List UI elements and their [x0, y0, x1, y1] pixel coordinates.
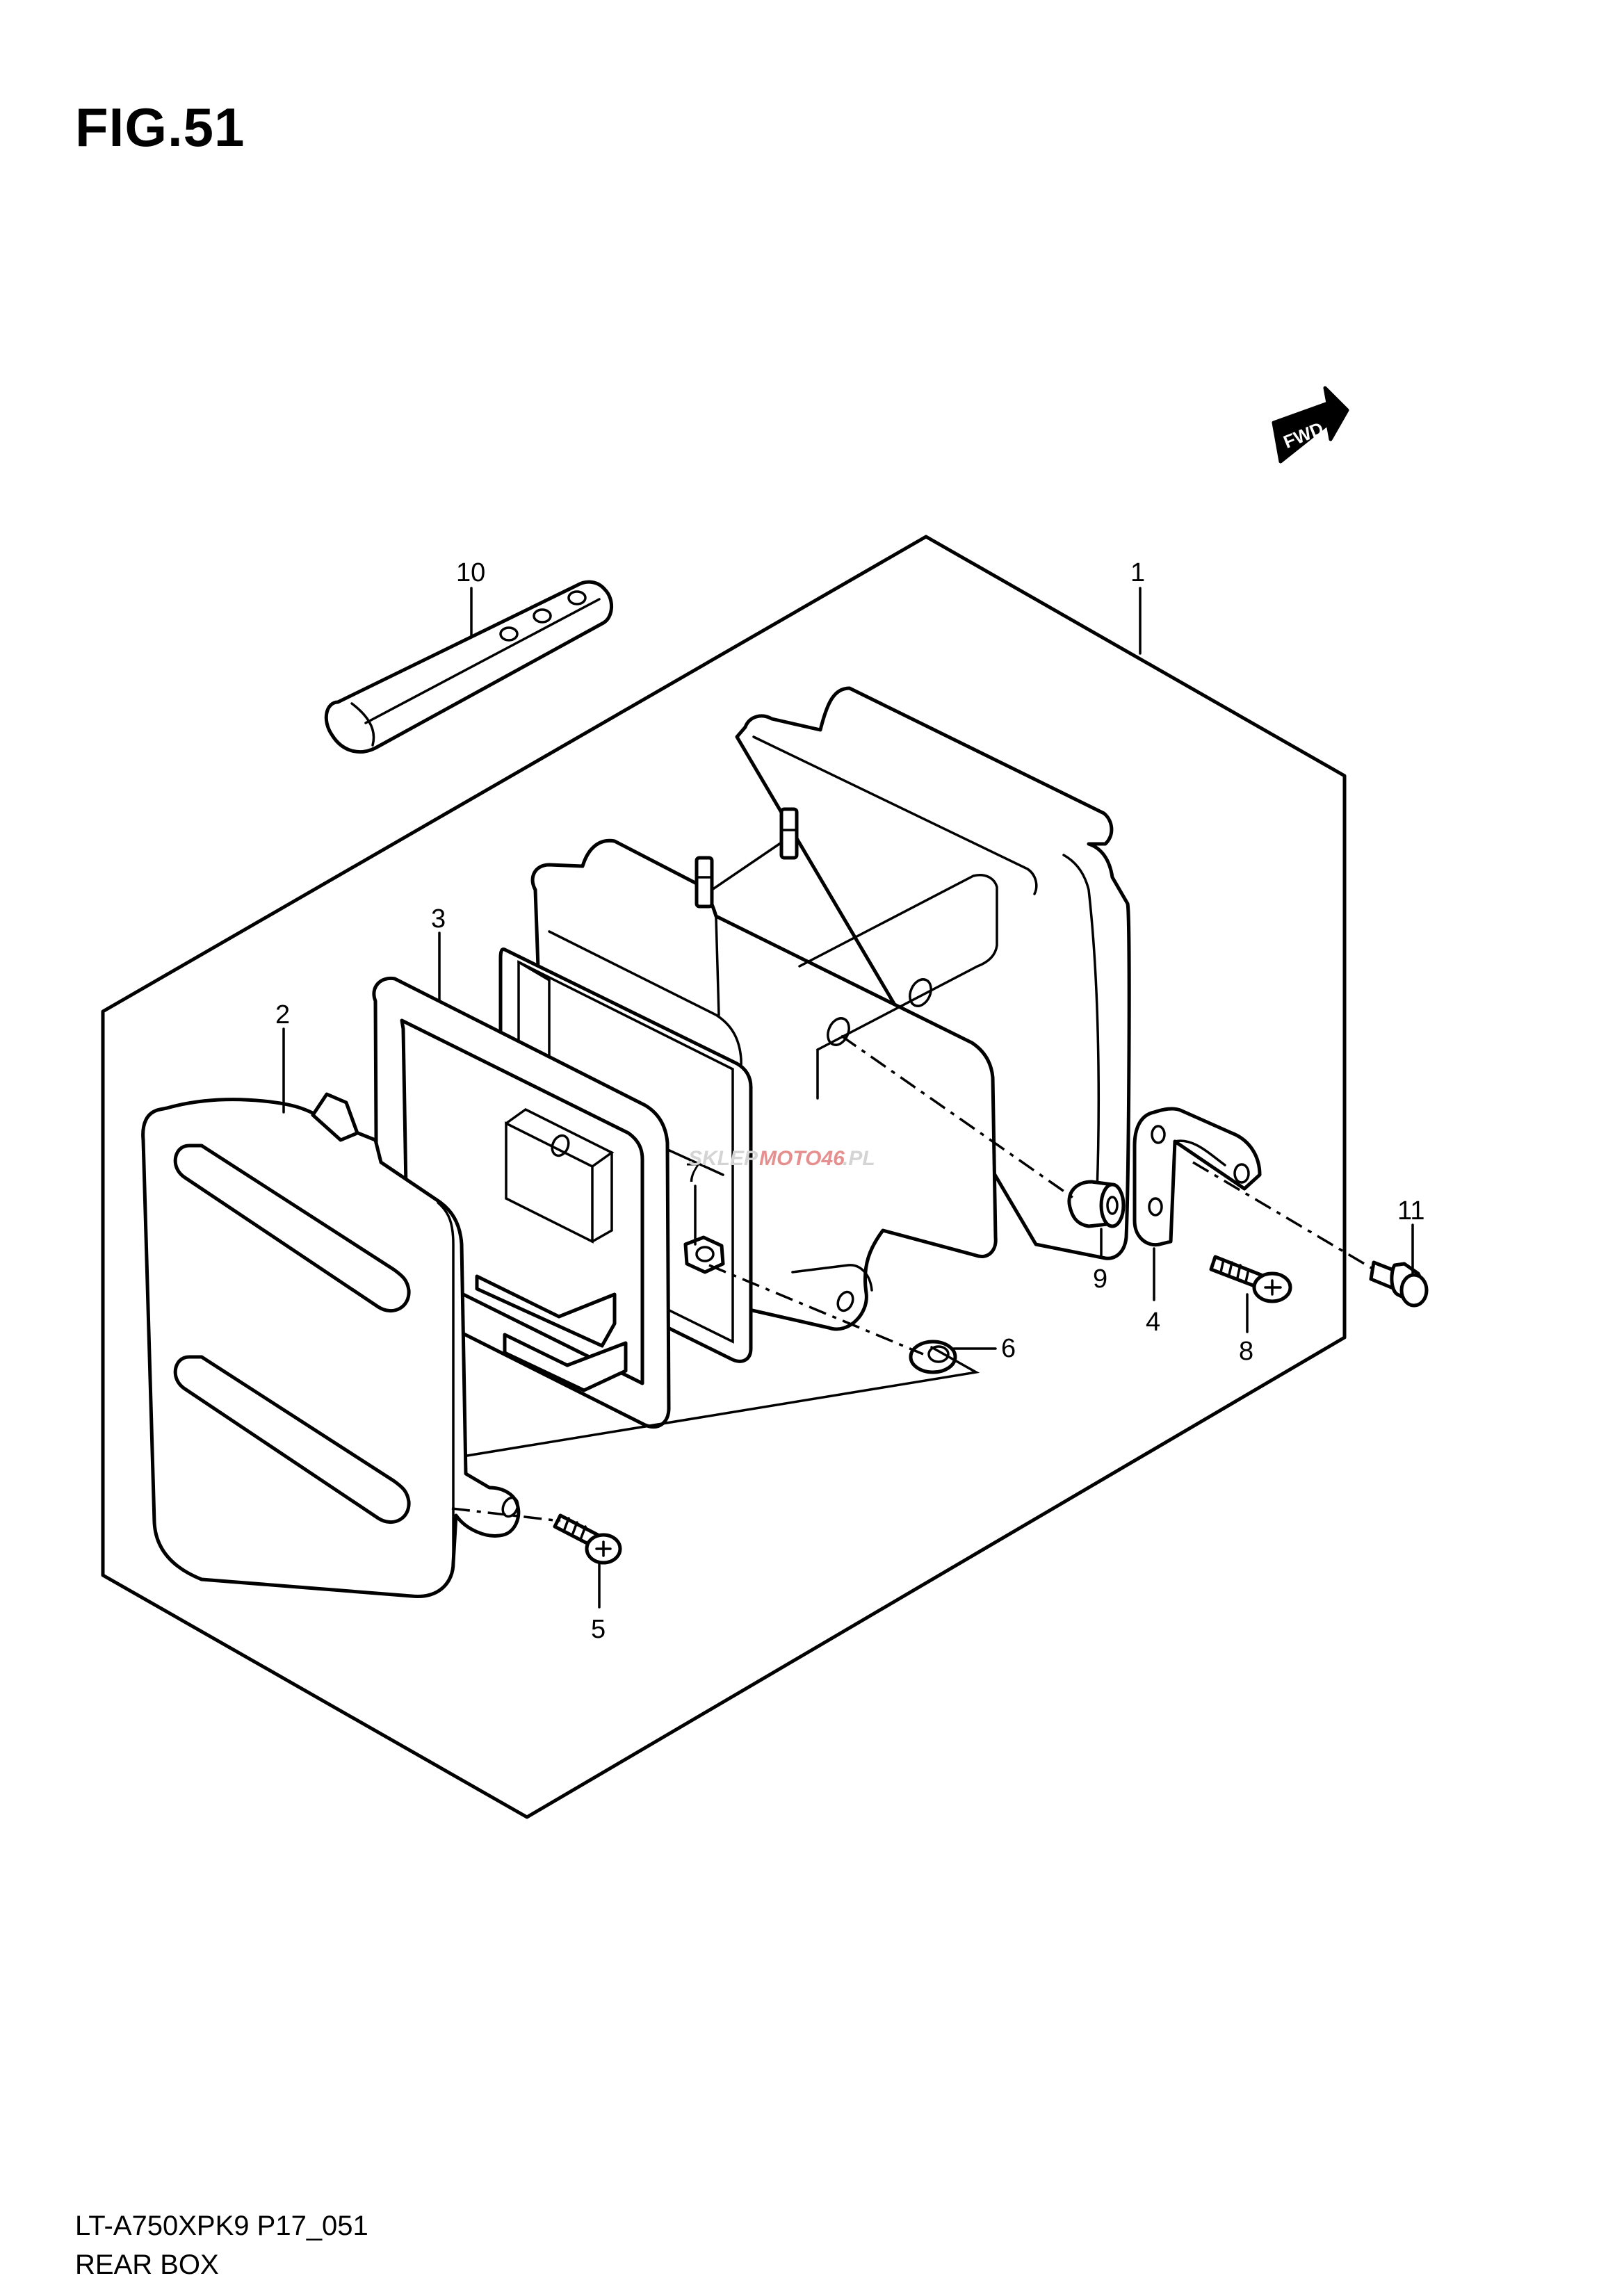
callout-7: 7	[685, 1159, 700, 1188]
callout-labels: 1 2 3 4 5 6 7 8 9 10 11	[275, 558, 1424, 1644]
part-5-screw	[553, 1513, 622, 1565]
fwd-arrow-icon	[1272, 386, 1349, 464]
fwd-badge: FWD	[1272, 386, 1349, 464]
part-4-bracket	[1132, 1107, 1262, 1247]
part-6-grommet	[909, 1340, 957, 1374]
part-7-nut	[683, 1235, 725, 1274]
assembly-lines	[451, 1034, 1374, 1522]
watermark-brand-grey: SKLEP	[688, 1147, 758, 1170]
callout-8: 8	[1239, 1337, 1253, 1366]
callout-11: 11	[1397, 1196, 1424, 1226]
callout-2: 2	[275, 1000, 290, 1030]
callout-6: 6	[1001, 1334, 1016, 1363]
watermark-suffix: .PL	[843, 1147, 875, 1170]
figure-title: FIG.51	[75, 97, 245, 158]
assembly-boundary	[101, 535, 1347, 1819]
part-10-bar	[324, 580, 613, 754]
section-name: REAR BOX	[75, 2250, 219, 2280]
callout-5: 5	[591, 1615, 606, 1644]
part-9-rivet	[1067, 1180, 1126, 1228]
leader-lines	[282, 587, 1414, 1609]
part-8-screw	[1209, 1255, 1292, 1303]
callout-10: 10	[456, 558, 485, 587]
shop-watermark: SKLEP MOTO46 .PL	[688, 1147, 875, 1170]
callout-4: 4	[1146, 1308, 1160, 1337]
watermark-brand-red: MOTO46	[759, 1147, 845, 1170]
callout-9: 9	[1093, 1264, 1107, 1294]
callout-1: 1	[1130, 558, 1145, 587]
part-2-cover	[141, 1092, 521, 1598]
part-11-bolt	[1369, 1260, 1429, 1308]
model-code: LT-A750XPK9 P17_051	[75, 2211, 368, 2241]
callout-3: 3	[431, 904, 446, 934]
